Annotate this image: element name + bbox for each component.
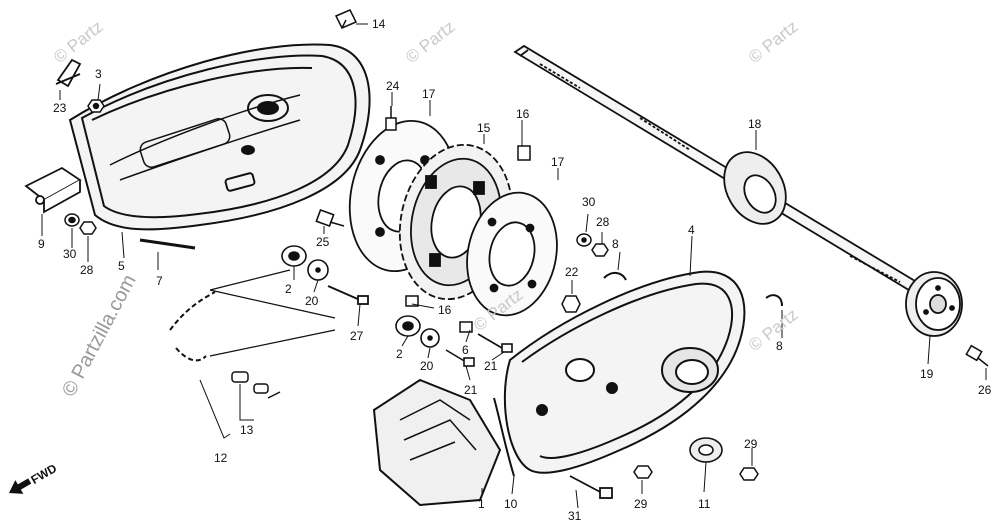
nut-16-mid xyxy=(405,295,419,307)
washer-20-lower xyxy=(420,328,440,348)
bolt-21-lower xyxy=(445,349,475,367)
callout-10: 10 xyxy=(504,497,518,511)
bolt-31 xyxy=(569,475,613,499)
nut-22 xyxy=(561,295,581,313)
nut-3 xyxy=(87,99,105,113)
callout-20-lower: 20 xyxy=(420,359,434,373)
bolt-24 xyxy=(385,106,397,131)
callout-15: 15 xyxy=(477,121,491,135)
upper-chain-case xyxy=(68,43,371,250)
callout-4: 4 xyxy=(688,223,695,237)
callout-21-upper: 21 xyxy=(484,359,498,373)
fwd-arrow: FWD xyxy=(8,461,59,494)
clip-14 xyxy=(334,9,358,29)
bracket-23 xyxy=(55,58,82,88)
callout-9: 9 xyxy=(38,237,45,251)
nut-6 xyxy=(459,321,473,333)
seal-strip-10 xyxy=(493,397,515,477)
callout-12: 12 xyxy=(214,451,228,465)
callout-29-left: 29 xyxy=(634,497,648,511)
callout-2-lower: 2 xyxy=(396,347,403,361)
sprocket-guard-1 xyxy=(372,378,502,507)
bolt-27 xyxy=(327,285,369,305)
brake-disc-17-front xyxy=(466,191,558,317)
roller-2-lower xyxy=(395,315,421,337)
lower-chain-case xyxy=(503,270,746,474)
nut-28-right xyxy=(591,243,609,257)
nut-29-left xyxy=(633,465,653,479)
nut-28-left xyxy=(79,221,97,235)
callout-13: 13 xyxy=(240,423,254,437)
callout-22: 22 xyxy=(565,265,579,279)
callout-25: 25 xyxy=(316,235,330,249)
callout-6: 6 xyxy=(462,343,469,357)
callout-8-right: 8 xyxy=(776,339,783,353)
washer-30-right xyxy=(576,233,592,247)
callout-8-upper: 8 xyxy=(612,237,619,251)
callout-28-right: 28 xyxy=(596,215,610,229)
clip-8-right xyxy=(765,294,783,307)
nut-29-right xyxy=(739,467,759,481)
callout-17-lower: 17 xyxy=(551,155,565,169)
callout-5: 5 xyxy=(118,259,125,273)
bearing-11 xyxy=(689,437,723,463)
chain-12 xyxy=(169,269,336,362)
callout-18: 18 xyxy=(748,117,762,131)
callout-17-upper: 17 xyxy=(422,87,436,101)
bolt-21-upper xyxy=(477,333,513,353)
callout-14: 14 xyxy=(372,17,386,31)
nut-16-top xyxy=(517,145,531,161)
washer-30-left xyxy=(64,213,80,227)
callout-31: 31 xyxy=(568,509,582,523)
callout-26: 26 xyxy=(978,383,992,397)
callout-20-upper: 20 xyxy=(305,294,319,308)
bolt-25 xyxy=(315,208,345,228)
bracket-9 xyxy=(24,166,82,214)
callout-30-right: 30 xyxy=(582,195,596,209)
callout-1: 1 xyxy=(478,497,485,511)
bolt-26 xyxy=(965,344,989,367)
hub-19 xyxy=(905,271,963,337)
callout-3: 3 xyxy=(95,67,102,81)
leader-lines xyxy=(41,23,987,509)
callout-16-top: 16 xyxy=(516,107,530,121)
callout-24: 24 xyxy=(386,79,400,93)
axle-18 xyxy=(513,44,932,300)
callout-7: 7 xyxy=(156,274,163,288)
callout-28-left: 28 xyxy=(80,263,94,277)
callout-27: 27 xyxy=(350,329,364,343)
washer-20-upper xyxy=(307,259,329,281)
callout-2-upper: 2 xyxy=(285,282,292,296)
callout-30-left: 30 xyxy=(63,247,77,261)
callout-23: 23 xyxy=(53,101,67,115)
clip-8-upper xyxy=(603,272,627,281)
callout-11: 11 xyxy=(698,497,711,511)
callout-29-right: 29 xyxy=(744,437,758,451)
roller-2-upper xyxy=(281,245,307,267)
callout-21-lower: 21 xyxy=(464,383,478,397)
callout-16-mid: 16 xyxy=(438,303,452,317)
fwd-label: FWD xyxy=(28,461,59,487)
master-link-13 xyxy=(231,371,281,399)
callout-19: 19 xyxy=(920,367,934,381)
